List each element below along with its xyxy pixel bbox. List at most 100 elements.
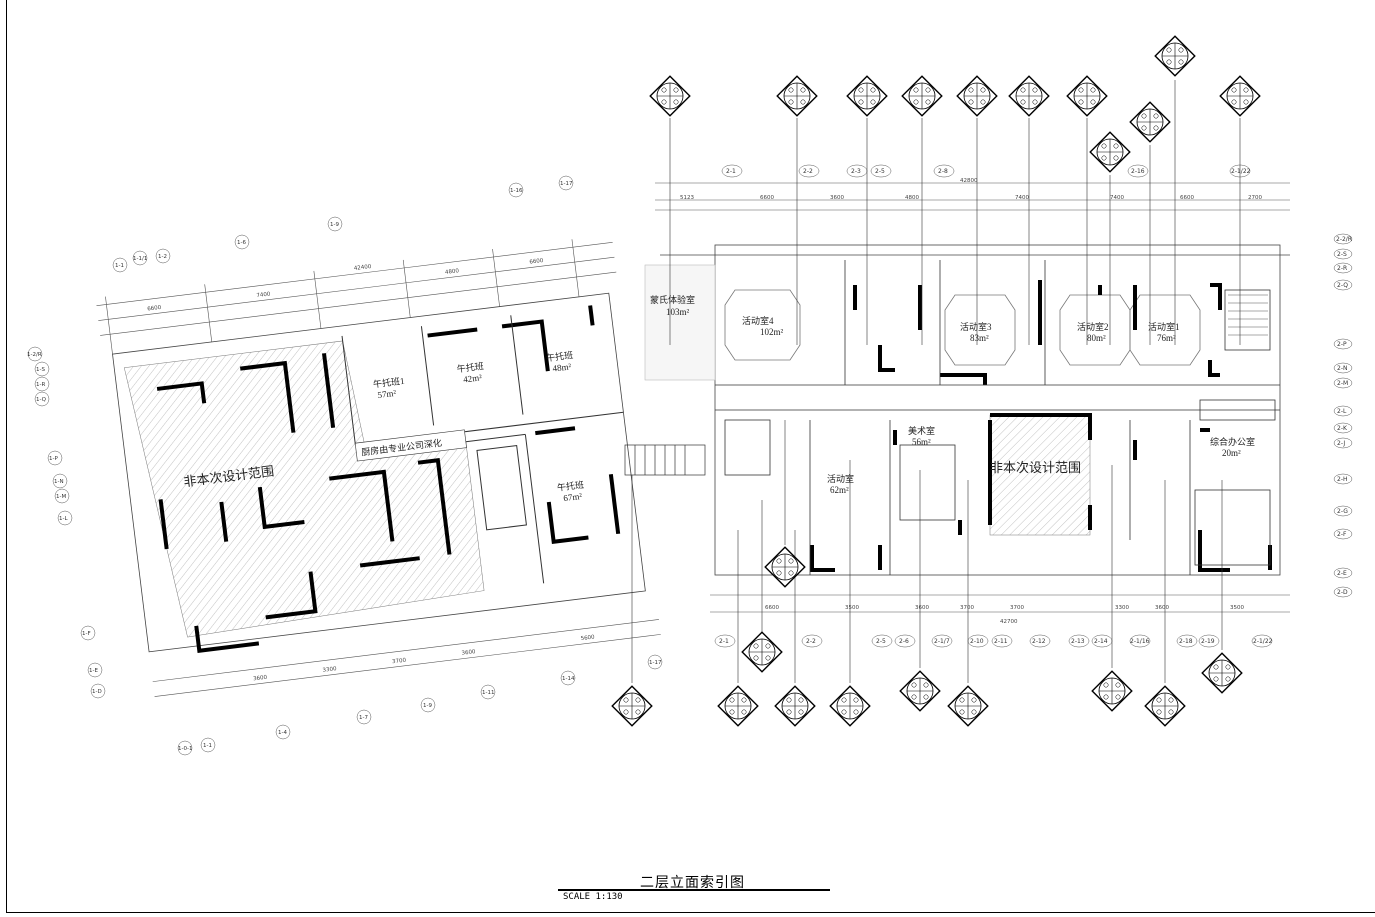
grid-r-bot-10: 2-10 — [970, 638, 984, 645]
grid-r-bot-18: 2-18 — [1179, 638, 1193, 645]
index-symbol-icon — [774, 685, 816, 727]
grid-r-bot-11: 2-11 — [994, 638, 1008, 645]
grid-r-bot-2: 2-2 — [806, 638, 816, 645]
index-symbol-icon — [846, 75, 888, 117]
index-symbol-icon — [717, 685, 759, 727]
right-bdim-7: 3600 — [1155, 605, 1169, 611]
grid-r-bot-6: 2-6 — [899, 638, 909, 645]
act4-area: 102m² — [760, 327, 784, 337]
grid-r-bot-1: 2-1 — [719, 638, 729, 645]
act-area: 62m² — [830, 485, 849, 495]
act1-name: 活动室1 — [1148, 321, 1180, 332]
left-dim-6: 3300 — [322, 666, 337, 674]
right-grid-top — [721, 164, 1251, 178]
left-dim-5: 3600 — [253, 675, 268, 683]
index-symbol-icon — [947, 685, 989, 727]
frame-bottom-border — [6, 912, 1375, 913]
grid-r-side-R: 2-R — [1337, 265, 1347, 272]
right-dim-total: 42800 — [960, 178, 978, 184]
index-symbol-icon — [764, 546, 806, 588]
grid-left-top-2: 1-2 — [158, 254, 167, 260]
grid-r-top-2: 2-2 — [803, 168, 813, 175]
index-symbol-icon — [899, 670, 941, 712]
index-symbol-icon — [1154, 35, 1196, 77]
frame-left-border — [6, 0, 7, 912]
grid-r-bot-1-22: 2-1/22 — [1253, 638, 1273, 645]
index-symbol-icon — [956, 75, 998, 117]
grid-left-N: 1-N — [54, 479, 64, 485]
grid-left-M: 1-M — [56, 494, 66, 500]
grid-left-bot-1: 1-1 — [203, 743, 212, 749]
index-symbol-icon — [829, 685, 871, 727]
left-thick-walls — [156, 305, 621, 653]
index-symbol-icon — [1201, 652, 1243, 694]
act2-area: 80m² — [1087, 333, 1106, 343]
right-building: 42800 5123 6600 3600 4800 7400 7400 6600… — [644, 178, 1290, 625]
grid-r-side-H: 2-H — [1337, 476, 1348, 483]
grid-left-Q: 1-Q — [36, 397, 47, 403]
grid-r-bot-13: 2-13 — [1071, 638, 1085, 645]
index-symbol-icon — [901, 75, 943, 117]
index-symbol-icon — [611, 685, 653, 727]
grid-r-side-J: 2-J — [1337, 440, 1345, 447]
nap3-name: 午托班 — [546, 349, 574, 363]
office-name: 综合办公室 — [1210, 436, 1255, 447]
right-excluded-label: 非本次设计范围 — [990, 460, 1081, 475]
elevation-index-symbols — [611, 35, 1261, 727]
grid-left-top-6: 1-6 — [237, 240, 246, 246]
right-bdim-total: 42700 — [1000, 619, 1018, 625]
grid-left-top-9: 1-9 — [330, 222, 339, 228]
left-dim-8: 3600 — [461, 649, 476, 657]
grid-r-top-3: 2-3 — [851, 168, 861, 175]
right-grid-side — [1333, 233, 1353, 598]
grid-left-2R: 1-2/R — [27, 352, 42, 358]
act4-name: 活动室4 — [742, 315, 774, 326]
montessori-name: 蒙氏体验室 — [650, 294, 695, 305]
right-bottom-dimensions — [710, 594, 1290, 613]
grid-r-side-D: 2-D — [1337, 589, 1348, 596]
grid-left-top-17: 1-17 — [560, 181, 573, 187]
left-dim-3: 4800 — [445, 268, 460, 276]
grid-left-top-16: 1-16 — [510, 188, 523, 194]
grid-left-S: 1-S — [36, 367, 45, 373]
act2-name: 活动室2 — [1077, 321, 1109, 332]
grid-left-R: 1-R — [36, 382, 45, 388]
index-symbol-icon — [1129, 101, 1171, 143]
grid-left-bot-17: 1-17 — [649, 660, 662, 666]
index-symbol-icon — [1219, 75, 1261, 117]
grid-r-side-E: 2-E — [1337, 570, 1347, 577]
left-grid-bubbles: 1-2/R 1-S 1-R 1-Q 1-P 1-N 1-M 1-L 1-F 1-… — [27, 175, 663, 756]
grid-r-side-Q: 2-Q — [1337, 282, 1348, 289]
grid-left-bot-11: 1-11 — [482, 690, 494, 696]
grid-left-E: 1-E — [89, 668, 98, 674]
right-bdim-5: 3700 — [1010, 605, 1024, 611]
grid-r-bot-5: 2-5 — [876, 638, 886, 645]
grid-r-top-22: 2-1/22 — [1231, 168, 1251, 175]
act1-area: 76m² — [1157, 333, 1176, 343]
left-dim-7: 3700 — [392, 658, 407, 666]
right-bdim-3: 3600 — [915, 605, 929, 611]
right-bdim-6: 3300 — [1115, 605, 1129, 611]
montessori-area: 103m² — [666, 307, 690, 317]
right-top-dimensions — [655, 182, 1290, 211]
index-symbol-icon — [776, 75, 818, 117]
grid-r-side-L: 2-L — [1337, 408, 1347, 415]
drawing-scale: SCALE 1:130 — [563, 892, 623, 902]
art-name: 美术室 — [908, 425, 935, 436]
octagon-rooms — [724, 289, 1201, 366]
index-symbol-icon — [1066, 75, 1108, 117]
grid-r-side-S: 2-S — [1337, 251, 1347, 258]
index-leader-lines — [631, 80, 1241, 683]
right-thick-walls — [810, 280, 1272, 572]
drawing-title: 二层立面索引图 — [640, 875, 745, 891]
grid-left-bot-4: 1-4 — [278, 730, 287, 736]
grid-r-side-N: 2-N — [1337, 365, 1347, 372]
right-dim-2: 6600 — [760, 195, 774, 201]
nap4-name: 午托班 — [556, 479, 584, 493]
grid-left-bot-0-1: 1-0-1 — [178, 746, 192, 752]
left-dim-9: 5600 — [580, 634, 595, 642]
right-bdim-1: 6600 — [765, 605, 779, 611]
grid-r-top-5: 2-5 — [875, 168, 885, 175]
left-building-outline — [112, 292, 646, 653]
